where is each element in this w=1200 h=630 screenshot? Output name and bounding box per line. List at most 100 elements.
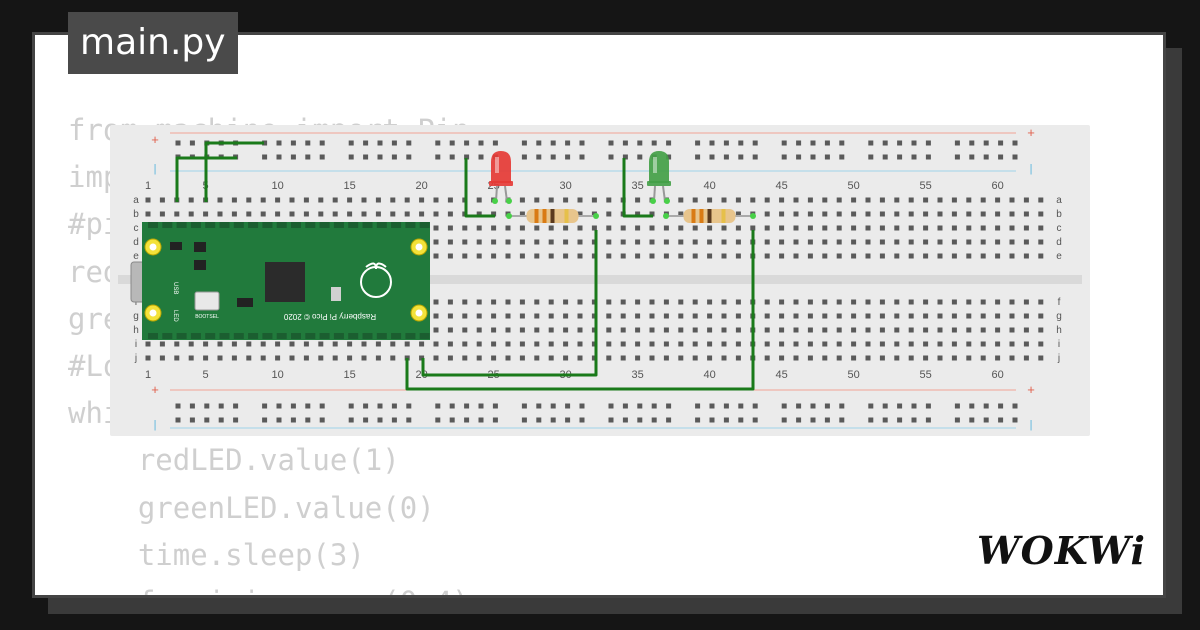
hole xyxy=(447,253,453,259)
column-label: 45 xyxy=(775,369,787,381)
hole xyxy=(822,355,828,361)
hole xyxy=(908,239,914,245)
hole xyxy=(491,225,497,231)
hole xyxy=(951,299,957,305)
hole xyxy=(577,313,583,319)
hole xyxy=(536,403,542,409)
hole xyxy=(159,355,165,361)
hole xyxy=(303,355,309,361)
hole xyxy=(865,225,871,231)
hole xyxy=(620,225,626,231)
hole xyxy=(678,211,684,217)
hole xyxy=(519,355,525,361)
hole xyxy=(807,197,813,203)
hole xyxy=(663,299,669,305)
hole xyxy=(897,154,903,160)
hole xyxy=(276,154,282,160)
file-tab[interactable]: main.py xyxy=(68,12,238,74)
hole xyxy=(980,197,986,203)
hole xyxy=(882,154,888,160)
hole xyxy=(1012,417,1018,423)
hole xyxy=(764,197,770,203)
hole xyxy=(995,197,1001,203)
hole xyxy=(577,225,583,231)
hole xyxy=(491,239,497,245)
hole xyxy=(145,355,151,361)
hole xyxy=(548,253,554,259)
hole xyxy=(738,403,744,409)
led-leg xyxy=(662,185,666,202)
hole xyxy=(738,417,744,423)
hole xyxy=(519,253,525,259)
hole xyxy=(218,403,224,409)
hole xyxy=(663,313,669,319)
pin-header xyxy=(291,333,301,339)
hole xyxy=(1023,211,1029,217)
hole xyxy=(836,341,842,347)
hole xyxy=(1012,140,1018,146)
hole xyxy=(793,313,799,319)
hole xyxy=(1038,239,1044,245)
hole xyxy=(779,341,785,347)
hole xyxy=(781,403,787,409)
hole xyxy=(563,197,569,203)
hole xyxy=(923,225,929,231)
row-label: i xyxy=(135,339,137,350)
hole xyxy=(577,197,583,203)
hole xyxy=(666,154,672,160)
hole xyxy=(363,154,369,160)
hole xyxy=(447,313,453,319)
hole xyxy=(275,355,281,361)
hole xyxy=(839,140,845,146)
hole xyxy=(622,154,628,160)
hole xyxy=(882,417,888,423)
hole xyxy=(464,417,470,423)
hole xyxy=(678,253,684,259)
hole xyxy=(663,355,669,361)
row-label: e xyxy=(1056,251,1062,262)
hole xyxy=(851,355,857,361)
hole xyxy=(966,225,972,231)
resistor-red-band xyxy=(534,209,539,223)
hole xyxy=(908,299,914,305)
hole xyxy=(491,341,497,347)
hole xyxy=(390,211,396,217)
hole xyxy=(348,140,354,146)
hole xyxy=(793,355,799,361)
hole xyxy=(1009,327,1015,333)
hole xyxy=(577,341,583,347)
hole xyxy=(563,225,569,231)
hole xyxy=(908,341,914,347)
smd-part xyxy=(194,260,206,270)
hole xyxy=(289,341,295,347)
hole xyxy=(476,253,482,259)
hole xyxy=(709,403,715,409)
hole xyxy=(980,341,986,347)
hole xyxy=(505,341,511,347)
hole xyxy=(983,417,989,423)
pin-header xyxy=(205,222,216,228)
hole xyxy=(519,341,525,347)
hole xyxy=(1009,239,1015,245)
hole xyxy=(865,239,871,245)
hole xyxy=(606,313,612,319)
hole xyxy=(550,154,556,160)
hole xyxy=(260,355,266,361)
hole xyxy=(145,341,151,347)
hole xyxy=(678,197,684,203)
hole xyxy=(348,154,354,160)
smd-part xyxy=(170,242,182,250)
hole xyxy=(966,253,972,259)
hole xyxy=(851,239,857,245)
hole xyxy=(591,225,597,231)
hole xyxy=(1023,327,1029,333)
hole xyxy=(478,417,484,423)
pin-header xyxy=(190,333,201,339)
hole xyxy=(260,341,266,347)
hole xyxy=(937,239,943,245)
hole xyxy=(262,154,268,160)
hole xyxy=(435,403,441,409)
hole xyxy=(923,327,929,333)
